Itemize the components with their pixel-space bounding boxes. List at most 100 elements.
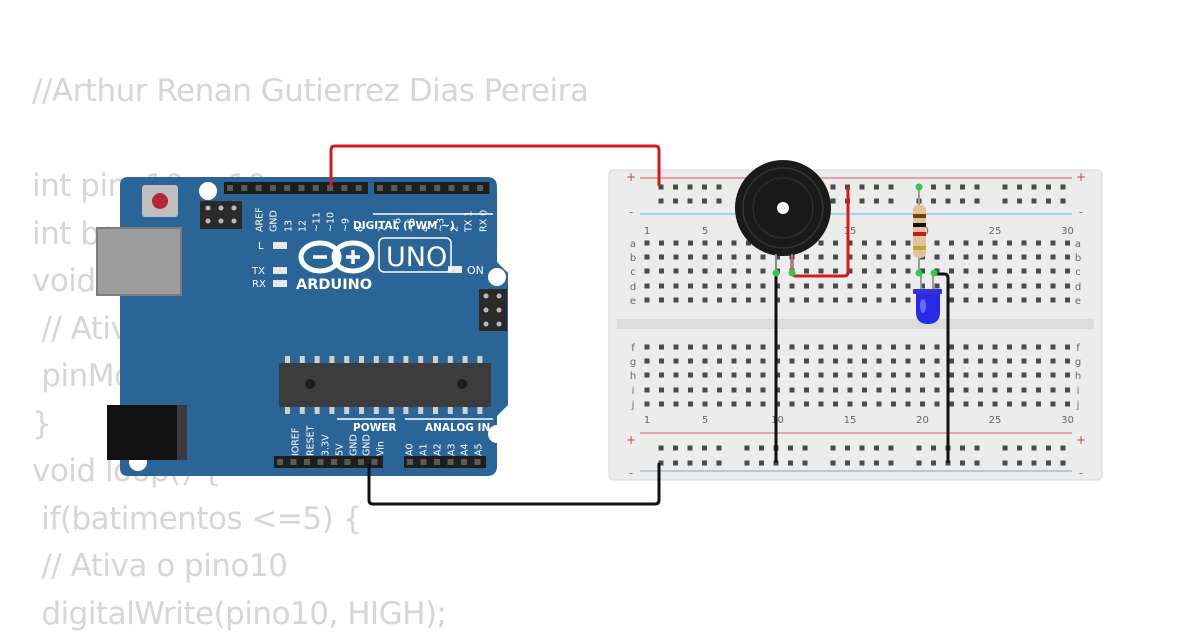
rail-hole[interactable]: [1046, 199, 1051, 204]
header-pin[interactable]: [377, 185, 383, 191]
breadboard-hole[interactable]: [1007, 255, 1012, 260]
breadboard-hole[interactable]: [993, 284, 998, 289]
rail-hole[interactable]: [917, 461, 922, 466]
breadboard-hole[interactable]: [674, 373, 679, 378]
breadboard-hole[interactable]: [906, 402, 911, 407]
breadboard-hole[interactable]: [761, 373, 766, 378]
breadboard-hole[interactable]: [645, 402, 650, 407]
breadboard-hole[interactable]: [833, 298, 838, 303]
breadboard-hole[interactable]: [906, 269, 911, 274]
breadboard-hole[interactable]: [688, 269, 693, 274]
breadboard-hole[interactable]: [790, 402, 795, 407]
breadboard-hole[interactable]: [1022, 388, 1027, 393]
breadboard-hole[interactable]: [993, 269, 998, 274]
breadboard-hole[interactable]: [877, 359, 882, 364]
rail-hole[interactable]: [889, 461, 894, 466]
breadboard-hole[interactable]: [703, 373, 708, 378]
breadboard-hole[interactable]: [732, 345, 737, 350]
breadboard-hole[interactable]: [1036, 402, 1041, 407]
breadboard-hole[interactable]: [1022, 269, 1027, 274]
breadboard-hole[interactable]: [804, 388, 809, 393]
rail-hole[interactable]: [702, 199, 707, 204]
breadboard-hole[interactable]: [1051, 255, 1056, 260]
header-pin[interactable]: [227, 185, 233, 191]
breadboard-hole[interactable]: [819, 269, 824, 274]
breadboard-hole[interactable]: [1036, 359, 1041, 364]
breadboard-hole[interactable]: [949, 402, 954, 407]
breadboard-hole[interactable]: [819, 359, 824, 364]
breadboard-hole[interactable]: [891, 359, 896, 364]
breadboard-hole[interactable]: [978, 373, 983, 378]
breadboard-hole[interactable]: [949, 359, 954, 364]
breadboard-hole[interactable]: [833, 388, 838, 393]
breadboard-hole[interactable]: [1022, 359, 1027, 364]
breadboard-hole[interactable]: [746, 298, 751, 303]
breadboard-hole[interactable]: [659, 388, 664, 393]
rail-hole[interactable]: [717, 185, 722, 190]
breadboard-hole[interactable]: [659, 402, 664, 407]
rail-hole[interactable]: [931, 446, 936, 451]
rail-hole[interactable]: [702, 461, 707, 466]
header-pin[interactable]: [284, 185, 290, 191]
breadboard-hole[interactable]: [746, 402, 751, 407]
breadboard-hole[interactable]: [761, 298, 766, 303]
breadboard-hole[interactable]: [1065, 284, 1070, 289]
breadboard-hole[interactable]: [964, 241, 969, 246]
breadboard-hole[interactable]: [674, 298, 679, 303]
breadboard-hole[interactable]: [877, 373, 882, 378]
breadboard-hole[interactable]: [1065, 241, 1070, 246]
breadboard-hole[interactable]: [891, 345, 896, 350]
breadboard-hole[interactable]: [833, 269, 838, 274]
header-pin[interactable]: [372, 459, 378, 465]
breadboard-hole[interactable]: [1007, 269, 1012, 274]
breadboard-hole[interactable]: [920, 345, 925, 350]
breadboard-hole[interactable]: [978, 388, 983, 393]
breadboard-hole[interactable]: [935, 402, 940, 407]
rail-hole[interactable]: [1061, 446, 1066, 451]
breadboard-hole[interactable]: [1036, 373, 1041, 378]
breadboard-hole[interactable]: [674, 241, 679, 246]
breadboard-hole[interactable]: [732, 402, 737, 407]
breadboard-hole[interactable]: [717, 388, 722, 393]
rail-hole[interactable]: [759, 446, 764, 451]
rail-hole[interactable]: [688, 199, 693, 204]
breadboard-hole[interactable]: [877, 402, 882, 407]
breadboard-hole[interactable]: [717, 298, 722, 303]
breadboard-hole[interactable]: [993, 359, 998, 364]
breadboard-hole[interactable]: [790, 284, 795, 289]
breadboard-hole[interactable]: [862, 284, 867, 289]
rail-hole[interactable]: [831, 446, 836, 451]
breadboard-hole[interactable]: [1065, 345, 1070, 350]
breadboard-hole[interactable]: [920, 388, 925, 393]
breadboard-hole[interactable]: [1022, 255, 1027, 260]
breadboard-hole[interactable]: [790, 345, 795, 350]
breadboard-hole[interactable]: [1022, 298, 1027, 303]
breadboard-hole[interactable]: [1007, 241, 1012, 246]
breadboard-hole[interactable]: [906, 298, 911, 303]
rail-hole[interactable]: [1017, 446, 1022, 451]
breadboard-hole[interactable]: [761, 269, 766, 274]
breadboard-hole[interactable]: [920, 373, 925, 378]
rail-hole[interactable]: [960, 185, 965, 190]
breadboard-hole[interactable]: [717, 284, 722, 289]
breadboard-hole[interactable]: [993, 241, 998, 246]
breadboard-hole[interactable]: [688, 241, 693, 246]
rail-hole[interactable]: [946, 199, 951, 204]
rail-hole[interactable]: [1046, 461, 1051, 466]
rail-hole[interactable]: [931, 461, 936, 466]
breadboard-hole[interactable]: [819, 298, 824, 303]
header-pin[interactable]: [434, 459, 440, 465]
breadboard-hole[interactable]: [949, 255, 954, 260]
breadboard-hole[interactable]: [703, 388, 708, 393]
breadboard-hole[interactable]: [645, 359, 650, 364]
rail-hole[interactable]: [1061, 461, 1066, 466]
rail-hole[interactable]: [960, 199, 965, 204]
breadboard-hole[interactable]: [703, 345, 708, 350]
header-pin[interactable]: [420, 185, 426, 191]
header-pin[interactable]: [463, 185, 469, 191]
breadboard-hole[interactable]: [862, 255, 867, 260]
breadboard-hole[interactable]: [804, 284, 809, 289]
breadboard-hole[interactable]: [703, 298, 708, 303]
rail-hole[interactable]: [1061, 199, 1066, 204]
breadboard-hole[interactable]: [964, 255, 969, 260]
